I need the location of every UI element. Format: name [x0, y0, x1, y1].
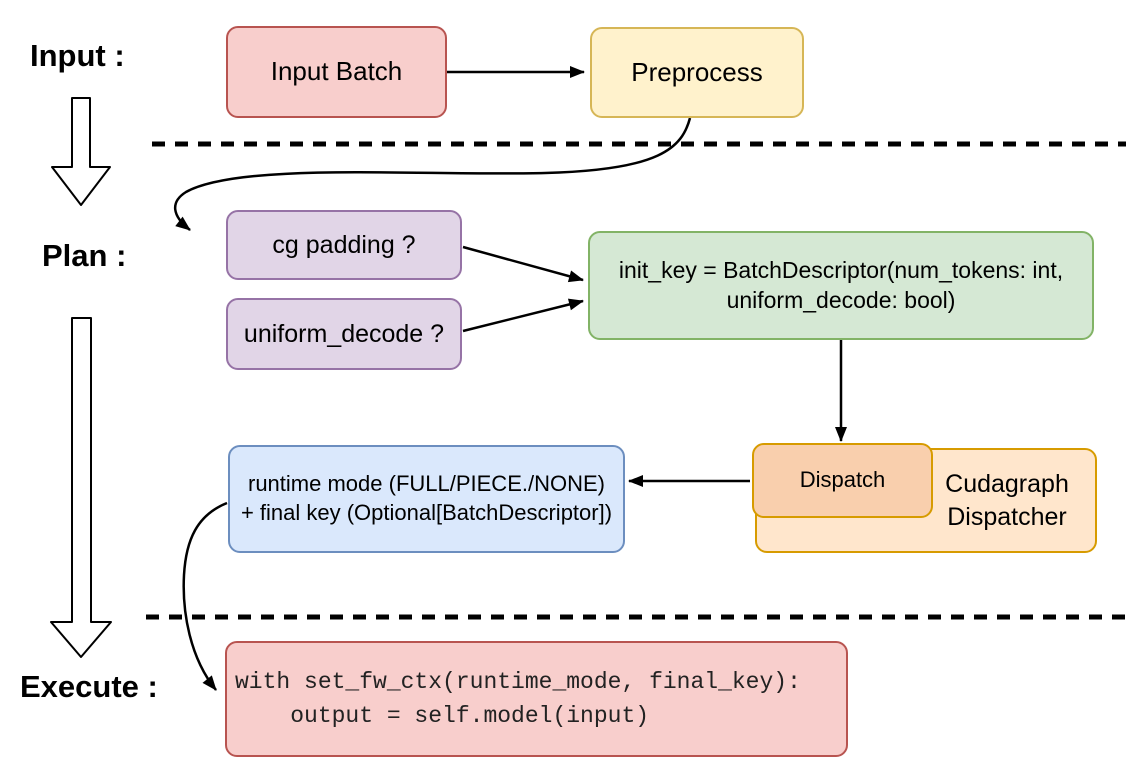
arrow-uniformdecode-to-initkey: [462, 298, 584, 333]
input-batch-label: Input Batch: [270, 56, 403, 87]
preprocess-label: Preprocess: [631, 56, 763, 87]
uniform-decode-label: uniform_decode ?: [243, 319, 445, 348]
execute-code-node: with set_fw_ctx(runtime_mode, final_key)…: [225, 641, 848, 757]
arrow-runtimemode-to-executecode: [182, 501, 228, 691]
init-key-line2: uniform_decode: bool): [726, 286, 956, 313]
input-batch-node: Input Batch: [226, 26, 447, 118]
execute-section-label: Execute :: [20, 669, 158, 704]
execute-code-line2: output = self.model(input): [235, 703, 650, 729]
init-key-node: init_key = BatchDescriptor(num_tokens: i…: [588, 231, 1094, 340]
runtime-mode-node: runtime mode (FULL/PIECE./NONE) + final …: [228, 445, 625, 553]
uniform-decode-node: uniform_decode ?: [226, 298, 462, 370]
plan-section-label: Plan :: [42, 238, 127, 273]
cg-padding-label: cg padding ?: [272, 230, 416, 259]
arrow-cgpadding-to-initkey: [462, 245, 584, 283]
input-to-plan-arrow-icon: [51, 97, 111, 206]
arrow-preprocess-to-cgpadding: [174, 117, 692, 231]
input-section-label: Input :: [30, 38, 125, 73]
cudagraph-dispatcher-label: Cudagraph Dispatcher: [945, 470, 1069, 531]
init-key-line1: init_key = BatchDescriptor(num_tokens: i…: [618, 256, 1064, 283]
dispatch-label: Dispatch: [799, 467, 886, 493]
dispatch-node: Dispatch: [752, 443, 933, 518]
execute-code-line1: with set_fw_ctx(runtime_mode, final_key)…: [235, 668, 801, 695]
preprocess-node: Preprocess: [590, 27, 804, 118]
cg-padding-node: cg padding ?: [226, 210, 462, 280]
runtime-mode-line1: runtime mode (FULL/PIECE./NONE): [248, 471, 605, 497]
plan-to-execute-arrow-icon: [50, 317, 112, 658]
runtime-mode-line2: + final key (Optional[BatchDescriptor]): [240, 500, 613, 525]
